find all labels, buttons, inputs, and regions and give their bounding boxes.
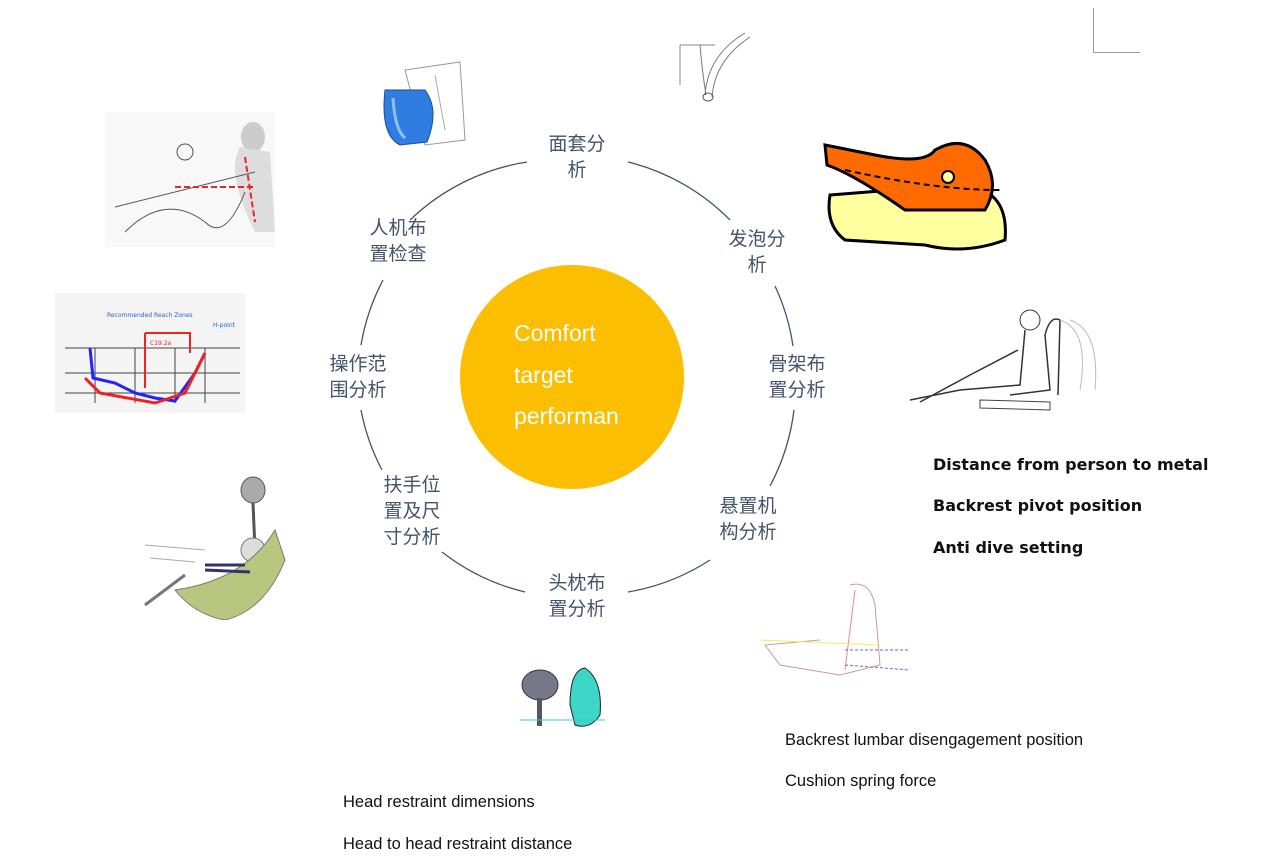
- label-foam-analysis: 发泡分析: [728, 226, 785, 278]
- label-reach-analysis: 操作范围分析: [329, 351, 386, 403]
- foam-section-image: [679, 32, 751, 102]
- label-line: 寸分析: [383, 526, 441, 548]
- label-frame-layout: 骨架布置分析: [768, 351, 825, 403]
- foam-analysis-image: [823, 141, 1007, 251]
- ring-arc: [769, 409, 795, 487]
- label-line: 置及尺: [383, 500, 441, 522]
- note-headrest-1: Head restraint dimensions: [343, 793, 535, 811]
- label-line: 人机布: [369, 217, 427, 239]
- label-cover-analysis: 面套分析: [548, 131, 605, 183]
- seat-cover-image: [383, 61, 466, 146]
- label-line: 面套分: [548, 133, 606, 155]
- ring-arc: [627, 559, 711, 593]
- note-frame-3: Anti dive setting: [933, 538, 1084, 557]
- label-line: 悬置机: [719, 495, 777, 517]
- dimension-label: C19.2a: [150, 340, 172, 347]
- center-text: target: [514, 362, 573, 388]
- label-line: 构分析: [719, 521, 777, 543]
- label-line: 扶手位: [383, 474, 441, 496]
- label-line: 置检查: [369, 243, 427, 265]
- armrest-image: [144, 476, 286, 620]
- label-line: 析: [567, 159, 587, 181]
- ring-arc: [360, 279, 384, 346]
- ergonomics-image: [105, 112, 275, 247]
- label-suspension-analysis: 悬置机构分析: [719, 493, 776, 545]
- center-circle: Comfort target performan: [460, 265, 684, 489]
- center-text: Comfort: [514, 320, 596, 346]
- reach-zone-image: Recommended Reach Zones H-point C19.2a: [55, 293, 245, 413]
- page-corner-mark: [1093, 8, 1140, 53]
- label-line: 置分析: [548, 598, 606, 620]
- label-line: 骨架布: [768, 353, 826, 375]
- note-suspension-1: Backrest lumbar disengagement position: [785, 731, 1084, 749]
- h-point-label: H-point: [213, 322, 236, 329]
- label-line: 发泡分: [728, 228, 786, 250]
- headrest-image: [520, 667, 605, 727]
- label-line: 置分析: [768, 379, 826, 401]
- note-frame-2: Backrest pivot position: [933, 496, 1143, 515]
- ring-arc: [441, 551, 526, 593]
- note-frame-1: Distance from person to metal: [933, 455, 1209, 474]
- label-armrest-analysis: 扶手位置及尺寸分析: [383, 472, 440, 550]
- label-headrest-layout: 头枕布置分析: [548, 570, 605, 622]
- ring-arc: [409, 161, 528, 221]
- note-suspension-2: Cushion spring force: [785, 772, 937, 790]
- ring-arc: [627, 161, 731, 221]
- note-headrest-2: Head to head restraint distance: [343, 835, 573, 853]
- lumbar-image: [760, 583, 911, 676]
- reach-zone-label: Recommended Reach Zones: [107, 312, 193, 319]
- ring-arc: [774, 285, 794, 347]
- center-text: performan: [514, 403, 619, 429]
- label-line: 围分析: [329, 379, 387, 401]
- label-ergonomics-check: 人机布置检查: [369, 215, 426, 267]
- label-line: 操作范: [329, 353, 387, 375]
- label-line: 析: [747, 254, 767, 276]
- ring-arc: [360, 409, 383, 471]
- seat-frame-image: [909, 309, 1097, 411]
- label-line: 头枕布: [548, 572, 606, 594]
